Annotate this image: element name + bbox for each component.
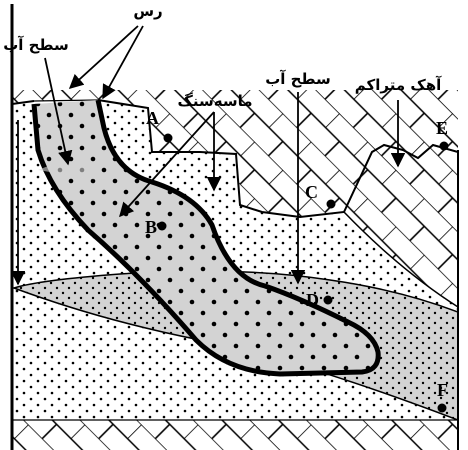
point-e-label: E [436, 118, 448, 138]
point-e-dot [440, 142, 449, 151]
point-d-dot [324, 296, 333, 305]
point-b-label: B [145, 217, 157, 237]
label-water-table-right: سطح آب [265, 70, 331, 88]
point-c-label: C [305, 182, 318, 202]
clay-arrow-right [103, 26, 143, 98]
clay-arrow-left [70, 26, 138, 88]
point-d-label: D [306, 290, 319, 310]
point-f-dot [438, 404, 447, 413]
label-clay: رس [133, 2, 162, 20]
point-f-label: F [437, 380, 448, 400]
point-c-dot [327, 200, 336, 209]
label-water-table-left: سطح آب [3, 36, 69, 54]
point-a-dot [164, 134, 173, 143]
label-limestone: آهک متراکم [355, 76, 442, 94]
label-sandstone: ماسه‌سنگ [178, 92, 253, 110]
point-b-dot [158, 222, 167, 231]
point-a-label: A [146, 108, 159, 128]
